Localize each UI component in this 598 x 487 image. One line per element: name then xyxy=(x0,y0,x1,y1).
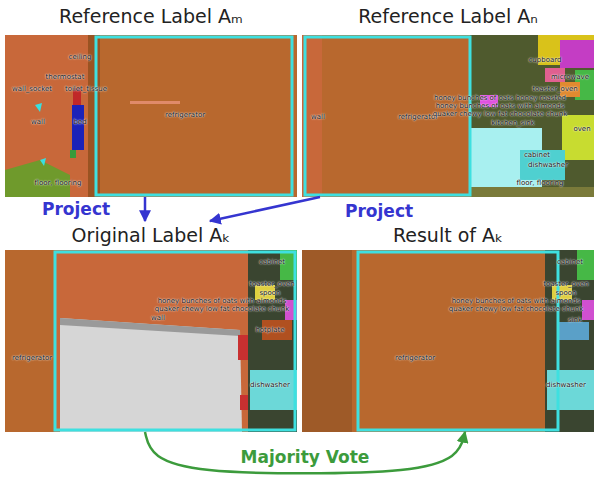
wall-region xyxy=(5,35,297,197)
segment-label: refrigerator xyxy=(398,113,438,121)
arrow-connector xyxy=(144,197,147,221)
segment-label: wall xyxy=(311,113,325,121)
refrigerator-region xyxy=(5,250,55,432)
segment-label: cabinet xyxy=(557,258,583,266)
segment-label: refrigerator xyxy=(12,354,52,362)
segment-label: bed xyxy=(73,118,86,126)
segment-label: quaker chewy low fat chocolate chunk xyxy=(433,110,567,118)
refrigerator-region xyxy=(302,35,594,197)
segment-label: floor, flooring xyxy=(517,179,564,187)
floor-region xyxy=(5,160,70,197)
segment-label: oven xyxy=(573,125,590,133)
segment-label: honey bunches of oats honey roasted xyxy=(434,94,566,102)
microwave-region xyxy=(560,40,594,68)
panel-title: Original Label Aₖ xyxy=(5,221,297,249)
segment-label: kitchen_sink xyxy=(491,119,534,127)
object-region xyxy=(70,150,76,158)
edge-label: Majority Vote xyxy=(238,447,373,467)
dishwasher-region xyxy=(547,370,594,410)
dishwasher-region xyxy=(250,370,297,410)
panel-image-ak xyxy=(5,250,297,432)
cereal-region xyxy=(582,300,594,320)
segment-label: thermostat xyxy=(46,73,85,81)
segment-label: microwave xyxy=(551,73,589,81)
socket-region xyxy=(40,158,46,166)
kitchen-region xyxy=(545,250,594,432)
segment-label: quaker chewy low fat chocolate chunk xyxy=(155,305,289,313)
segment-label: cabinet xyxy=(524,151,550,159)
bed-region xyxy=(72,105,84,150)
segment-label: ceiling xyxy=(69,53,92,61)
highlight-box xyxy=(358,252,558,430)
image-panel: Reference Label Aₘ xyxy=(5,2,297,197)
refrigerator-handle xyxy=(130,101,180,104)
segment-label: wall_socket xyxy=(12,85,52,93)
refrigerator-side xyxy=(302,250,352,432)
edge-label: Project xyxy=(42,199,110,219)
segment-label: refrigerator xyxy=(165,111,205,119)
refrigerator-region xyxy=(88,35,297,197)
segment-label: floor, flooring xyxy=(35,179,82,187)
floor-region xyxy=(470,187,594,197)
panel-title: Reference Label Aₙ xyxy=(302,2,594,30)
arrow-connector xyxy=(145,432,465,473)
segment-label: wall xyxy=(151,314,165,322)
segment-label: wall xyxy=(31,118,45,126)
edge-label: Project xyxy=(345,201,413,221)
segment-label: honey bunches of oats with almonds xyxy=(452,297,581,305)
segment-label: toaster_oven xyxy=(543,280,589,288)
segment-label: honey bunches of oats with almonds xyxy=(158,297,287,305)
segment-label: toilet_tissue xyxy=(65,85,107,93)
segment-label: toaster_oven xyxy=(249,280,295,288)
highlight-box xyxy=(55,252,295,430)
panel-image-result xyxy=(302,250,594,432)
segment-label: spoon xyxy=(555,289,576,297)
kitchen-region xyxy=(248,250,297,432)
segment-label: refrigerator xyxy=(395,354,435,362)
panel-image-an xyxy=(302,35,594,197)
refrigerator-region xyxy=(302,250,594,432)
panel-title: Result of Aₖ xyxy=(302,221,594,249)
segment-label: honey bunches of oats with almonds xyxy=(436,102,565,110)
wall-region xyxy=(5,250,297,432)
segment-label: hotplate xyxy=(255,326,284,334)
segment-label: quaker chewy low fat chocolate chunk xyxy=(449,305,583,313)
segment-label: cabinet xyxy=(259,258,285,266)
socket-region xyxy=(35,103,42,112)
segment-label: sink xyxy=(568,316,582,324)
object-region xyxy=(238,335,248,360)
segment-label: dishwasher xyxy=(528,161,568,169)
unlabelled-refrigerator xyxy=(60,318,242,432)
sink-region xyxy=(559,322,589,340)
image-panel: Result of Aₖ xyxy=(302,221,594,432)
highlight-box xyxy=(96,37,292,195)
segment-label: dishwasher xyxy=(546,381,586,389)
segment-label: toaster_oven xyxy=(532,85,578,93)
segment-label: dishwasher xyxy=(250,381,290,389)
arrow-connector xyxy=(210,197,320,221)
segment-label: spoon xyxy=(259,289,280,297)
panel-title: Reference Label Aₘ xyxy=(5,2,297,30)
segment-label: cupboard xyxy=(529,56,562,64)
image-panel: Original Label Aₖ xyxy=(5,221,297,432)
refrigerator-top xyxy=(60,318,240,336)
oven-region xyxy=(562,115,594,160)
panel-image-am xyxy=(5,35,297,197)
